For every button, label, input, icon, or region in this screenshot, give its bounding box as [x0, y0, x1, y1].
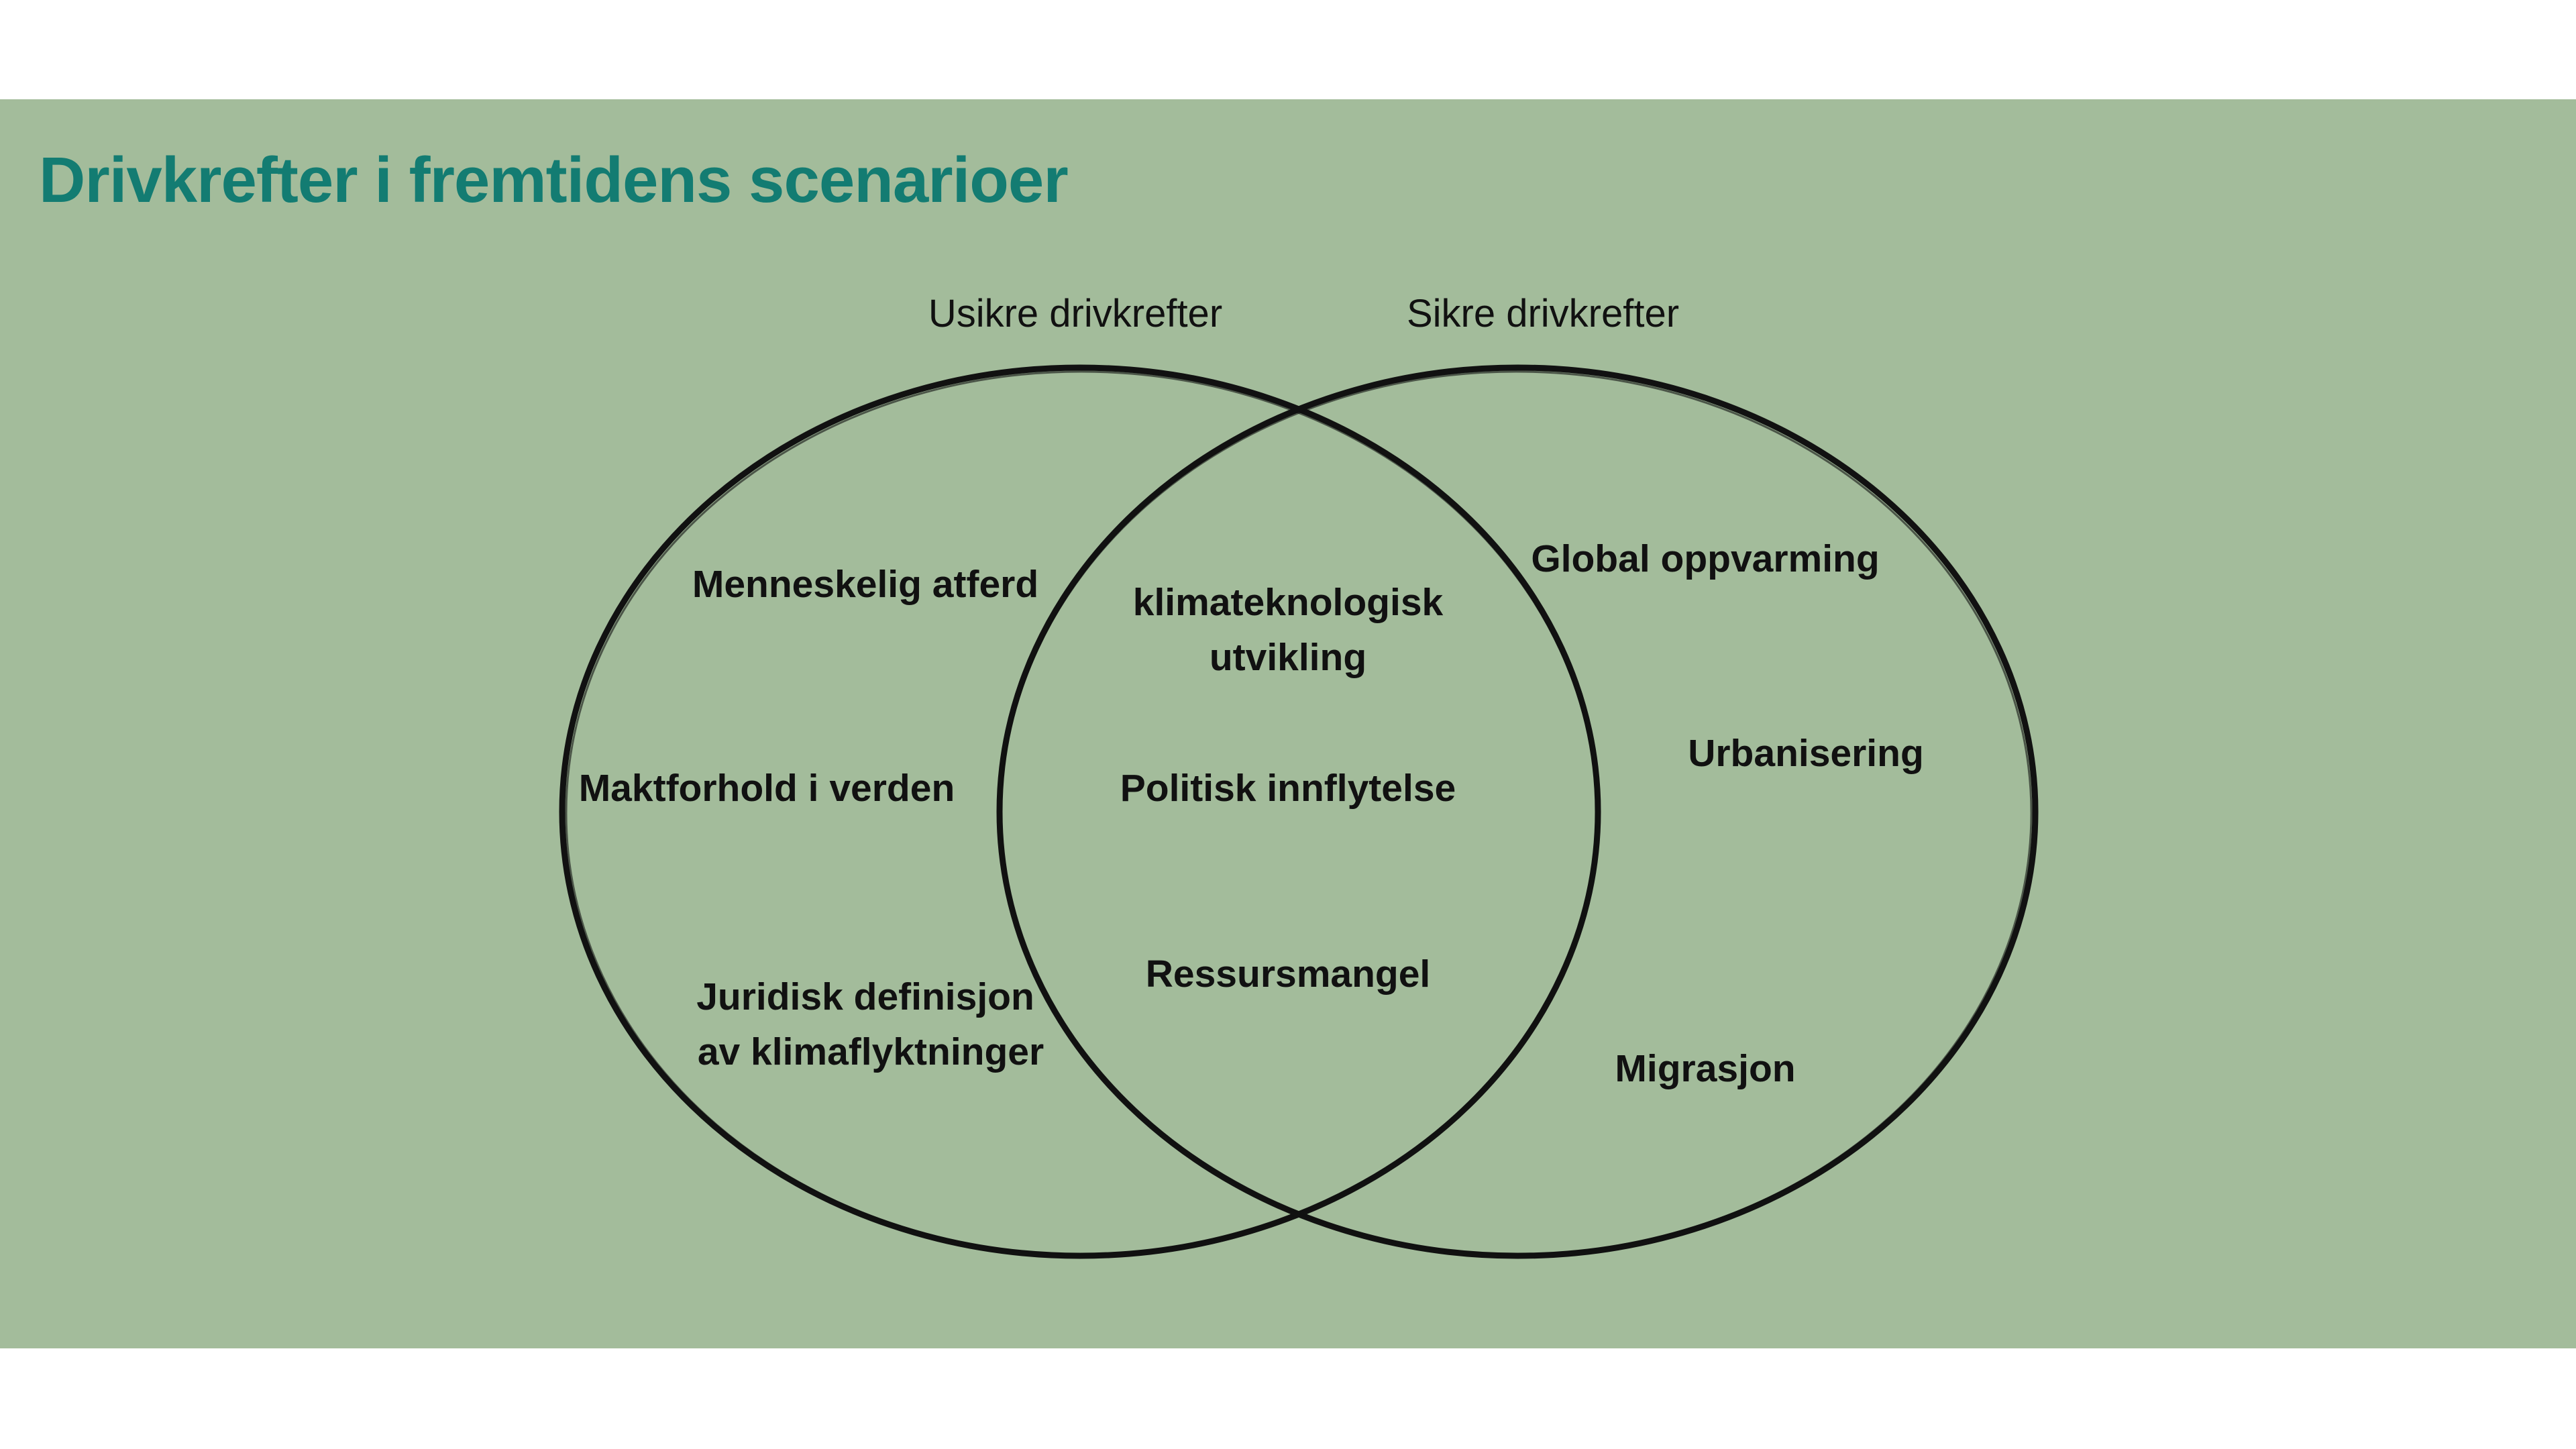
item-maktforhold: Maktforhold i verden [579, 767, 955, 810]
item-ressursmangel: Ressursmangel [1146, 953, 1431, 996]
circle-uncertain [559, 364, 1601, 1259]
item-urbanisering: Urbanisering [1688, 732, 1924, 775]
item-migrasjon: Migrasjon [1615, 1047, 1795, 1090]
item-klimateknologisk-line2: utvikling [1210, 636, 1366, 679]
circle-certain [996, 364, 2039, 1259]
item-global-oppvarming: Global oppvarming [1531, 537, 1879, 580]
item-juridisk-line1: Juridisk definisjon [696, 975, 1034, 1018]
slide-title: Drivkrefter i fremtidens scenarioer [39, 144, 1069, 216]
item-juridisk-line2: av klimaflyktninger [698, 1030, 1044, 1073]
background-band [0, 99, 2576, 1348]
set-label-uncertain: Usikre drivkrefter [928, 292, 1222, 335]
set-label-certain: Sikre drivkrefter [1407, 292, 1679, 335]
item-politisk-innflytelse: Politisk innflytelse [1120, 767, 1456, 810]
item-klimateknologisk-line1: klimateknologisk [1133, 581, 1444, 624]
item-menneskelig-atferd: Menneskelig atferd [692, 563, 1038, 606]
